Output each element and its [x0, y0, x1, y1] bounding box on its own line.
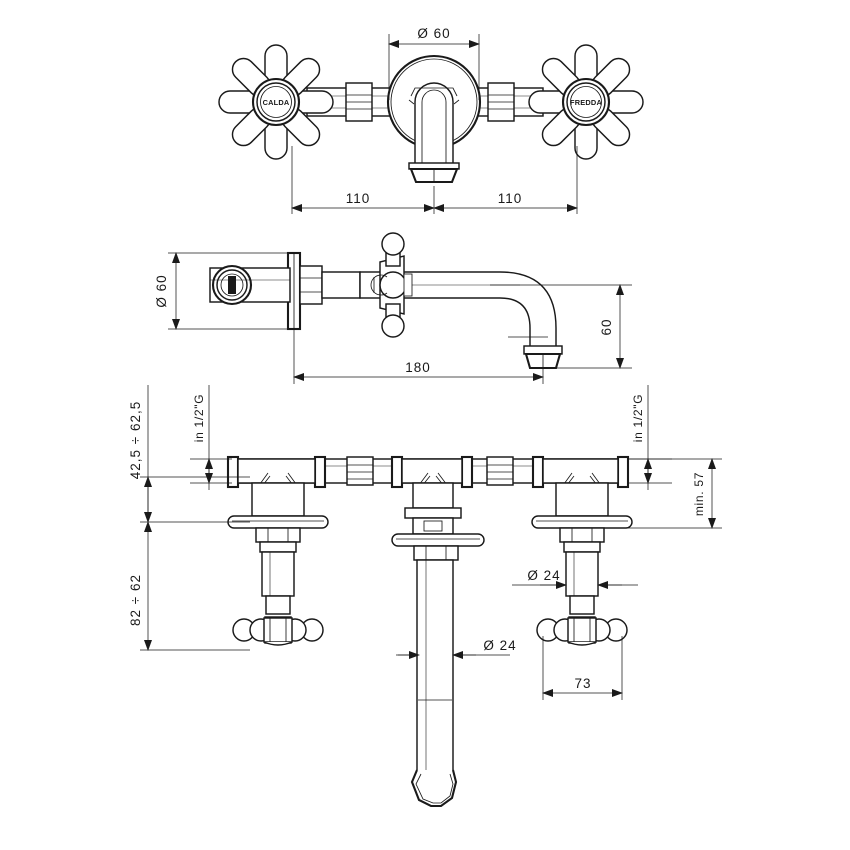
dim-escutcheon-diameter: Ø 60 [388, 26, 480, 100]
dim-label-shank-diameter: Ø 24 [527, 568, 560, 583]
coupler-right [486, 456, 514, 486]
dim-label-min-height: min. 57 [692, 472, 706, 516]
dim-label-thread-left: in 1/2"G [192, 394, 206, 443]
dim-label-spout-tube-diameter: Ø 24 [483, 638, 516, 653]
body-tube-side [209, 264, 291, 306]
dim-label-escutcheon-diameter: Ø 60 [417, 26, 450, 41]
handle-cap-label-hot: CALDA [263, 98, 290, 107]
dim-spout-drop: 60 [490, 284, 632, 369]
handle-cap-label-cold: FREDDA [570, 98, 602, 107]
handle-hot-front[interactable]: CALDA [194, 20, 358, 184]
dim-shank-diameter: Ø 24 [512, 568, 638, 589]
dim-label-lower-range: 82 ÷ 62 [128, 574, 143, 626]
dim-label-spout-drop: 60 [599, 318, 614, 335]
dim-flange-diameter: Ø 60 [154, 252, 300, 330]
spout-front [408, 82, 460, 184]
dim-handle-width: 73 [542, 636, 623, 700]
valve-body-side [359, 255, 413, 315]
callout-thread-left: in 1/2"G [190, 385, 232, 490]
assembly-centre [390, 455, 485, 808]
dim-spout-projection: 180 [293, 329, 544, 384]
handle-cross-side[interactable] [381, 232, 405, 338]
coupler-left [346, 456, 374, 486]
assembly-left [226, 455, 329, 646]
dim-upper-range: 42,5 ÷ 62,5 [128, 385, 250, 523]
dim-label-upper-range: 42,5 ÷ 62,5 [128, 401, 143, 479]
dim-min-height: min. 57 [628, 458, 722, 529]
view-side-elevation: Ø 60 180 60 [154, 232, 632, 384]
coupling-sleeve-right [487, 82, 515, 122]
view-front-elevation: CALDA FREDDA Ø 60 110 110 [194, 20, 668, 214]
coupling-sleeve-left [345, 82, 373, 122]
dim-label-spacing-left: 110 [346, 191, 371, 206]
dim-label-thread-right: in 1/2"G [631, 394, 645, 443]
handle-left-bottom[interactable] [232, 616, 324, 646]
view-rough-in-assembly: 42,5 ÷ 62,5 82 ÷ 62 in 1/2"G in 1/2"G [128, 385, 722, 808]
coupling-side [299, 265, 361, 305]
dim-label-spout-projection: 180 [405, 360, 431, 375]
dim-spout-tube-diameter: Ø 24 [396, 638, 516, 659]
dim-label-spacing-right: 110 [498, 191, 523, 206]
handle-right-bottom[interactable] [536, 616, 628, 646]
handle-cold-front[interactable]: FREDDA [504, 20, 668, 184]
dim-handle-spacing: 110 110 [291, 146, 578, 214]
assembly-right [531, 455, 633, 646]
dim-label-flange-diameter: Ø 60 [154, 274, 169, 307]
dim-lower-range: 82 ÷ 62 [128, 521, 250, 651]
dim-label-handle-width: 73 [574, 676, 591, 691]
